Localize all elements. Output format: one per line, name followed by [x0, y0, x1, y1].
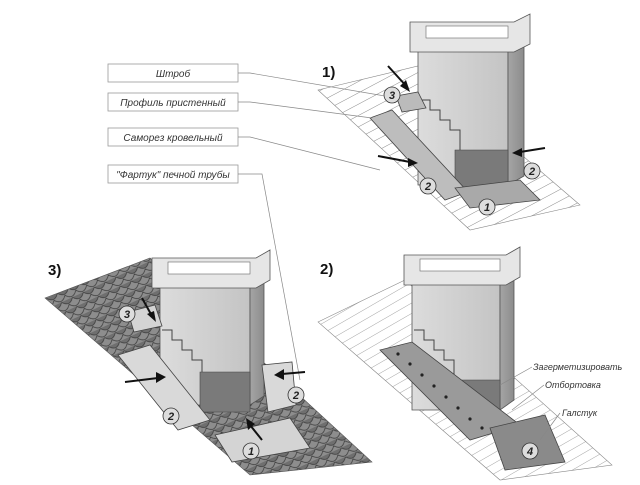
- step-3-label: 3): [48, 262, 61, 279]
- leader-seal: [499, 366, 533, 386]
- marker-3-3-label: 3: [124, 309, 130, 321]
- apron-1: [454, 179, 541, 209]
- screw-dots-2: [396, 352, 484, 430]
- arrow-1b: [377, 155, 411, 163]
- step-1-label: 1): [322, 64, 335, 81]
- callouts: Штроб Профиль пристенный Саморез кровель…: [107, 63, 386, 381]
- profile-strip-3: [117, 344, 211, 431]
- side-flashing-3: [261, 361, 297, 413]
- panel-3: 3 2 2 1 3): [44, 249, 373, 476]
- marker-1-2a-label: 2: [424, 181, 431, 193]
- leader-screw: [238, 136, 381, 171]
- chimney-2-cap-opening: [419, 258, 501, 272]
- leader-shtrob: [238, 72, 386, 97]
- arrow-3c-head: [274, 369, 284, 380]
- marker-2-4: [521, 442, 539, 460]
- arrow-3c: [281, 371, 306, 375]
- arrow-1c-head: [512, 148, 522, 157]
- arrow-1c: [519, 147, 546, 153]
- flashing-1-top: [395, 91, 427, 113]
- panel-1: 3 2 2 1 1): [317, 13, 581, 231]
- marker-3-2a: [162, 407, 180, 425]
- marker-2-4-label: 4: [526, 446, 533, 458]
- marker-3-1-label: 1: [248, 446, 254, 458]
- marker-3-2a-label: 2: [167, 411, 174, 423]
- label-flange: Отбортовка: [545, 380, 601, 390]
- tie-drip-2: [489, 414, 566, 471]
- arrow-3d-head: [246, 418, 255, 430]
- arrow-3a-head: [147, 311, 156, 322]
- arrow-3b: [124, 377, 159, 383]
- panel-2: Загерметизировать Отбортовка Галстук 4 2…: [317, 246, 623, 481]
- marker-1-3-label: 3: [389, 90, 395, 102]
- leader-tie: [539, 412, 561, 441]
- chimney-3-cap-opening: [167, 261, 251, 275]
- marker-3-2b: [287, 386, 305, 404]
- marker-3-2b-label: 2: [292, 390, 299, 402]
- apron-3: [214, 417, 311, 463]
- leader-apron: [238, 173, 301, 381]
- arrow-3b-head: [156, 372, 166, 383]
- callout-shtrob: Штроб: [156, 68, 191, 80]
- label-tie: Галстук: [562, 408, 598, 418]
- marker-3-1: [242, 442, 260, 460]
- arrow-1b-head: [408, 158, 418, 167]
- chimney-1-side: [507, 29, 525, 186]
- chimney-1-steps: [420, 99, 461, 150]
- leader-profile: [238, 101, 373, 119]
- chimney-3-dark-base: [199, 371, 251, 413]
- marker-3-3: [118, 305, 136, 323]
- marker-1-2b: [523, 162, 541, 180]
- step-2-label: 2): [320, 261, 333, 278]
- arrow-3d: [249, 424, 263, 441]
- marker-1-3: [383, 86, 401, 104]
- callout-profile: Профиль пристенный: [120, 97, 226, 109]
- callout-screw: Саморез кровельный: [123, 133, 223, 144]
- arrow-1a-head: [400, 80, 410, 92]
- marker-1-2a: [419, 177, 437, 195]
- chimney-1-cap-opening: [425, 25, 509, 39]
- callout-apron: "Фартук" печной трубы: [116, 169, 230, 181]
- marker-1-1-label: 1: [484, 202, 490, 214]
- marker-1-2b-label: 2: [528, 166, 535, 178]
- chimney-3-steps: [162, 329, 203, 372]
- marker-1-1: [478, 198, 496, 216]
- leader-flange: [511, 384, 545, 411]
- label-seal: Загерметизировать: [533, 362, 623, 372]
- chimney-2-steps: [414, 329, 455, 380]
